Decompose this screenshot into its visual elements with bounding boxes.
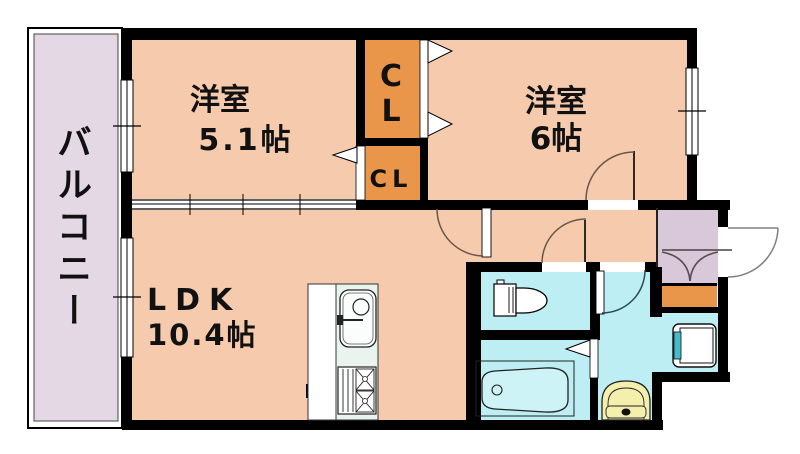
toilet-icon [493,279,548,317]
sliding-door-icon [132,194,356,215]
door-swing-arc [727,227,779,278]
bathroom-door [564,338,599,379]
closet-door-triangle-icon [331,146,358,164]
windows [113,67,706,358]
gas-stove-icon [337,366,377,415]
closet-upper-floor [365,40,420,140]
wall-closet-bedroom2 [420,138,428,202]
wall-above-front-door [718,210,728,227]
washbasin-icon [601,380,651,421]
balcony-label: バルコニー [51,124,91,334]
bedroom2-door [585,151,638,210]
genkan-step-line [662,283,717,286]
ldk-name: LDK [147,283,241,318]
wall-bottom [122,420,663,430]
closet-upper-label-c: C [380,59,402,94]
wall-left [122,28,132,430]
window-icon [113,237,141,358]
washing-machine-pan-icon [672,323,717,368]
closet-lower-door [331,145,366,201]
entrance-hall-floor [657,208,718,285]
bedroom1-name: 洋室 [190,83,250,118]
doors [331,39,779,379]
wall-bedroom1-closet [356,40,365,146]
ldk-door [436,207,492,258]
door-leaf [595,270,605,315]
wall-bottom-right [652,372,730,382]
wall-hall-top-b [638,200,730,210]
door-swing-arc [689,251,719,282]
ldk-size: 10.4帖 [147,318,258,352]
toilet-door [541,218,587,272]
door-leaf [481,207,492,258]
bedroom2-name: 洋室 [525,84,587,120]
door-swing-arc [601,269,646,314]
kitchen-unit [307,283,379,421]
closet-door-triangle-icon [427,111,454,137]
bath-door-triangle-icon [564,339,591,358]
door-swing-arc [541,218,587,264]
wall-genkan-bottom [662,307,718,313]
hallway-floor [480,208,662,262]
closet-lower-label: CL [370,165,413,193]
bathtub-icon [475,360,575,417]
closet-upper-door [419,39,454,139]
wall-connector [652,372,662,430]
wall-toilet-bath [481,330,600,340]
closet-upper-label-l: L [381,94,400,129]
bedroom2-size: 6帖 [530,121,583,157]
window-icon [113,79,141,173]
door-swing-arc [585,151,635,201]
entrance-double-door [661,249,732,282]
walls [122,28,730,430]
wall-ldk-sanitary [466,262,481,420]
wall-right-lower [718,277,728,382]
wall-entrance-left [650,267,662,317]
wall-top [122,28,697,40]
hall-entrance-boundary-line [656,208,658,267]
washroom-door [595,262,646,315]
wall-hall-top-a [356,200,588,210]
wall-between-closets [356,138,428,146]
wall-toilet-top-a [481,262,542,272]
front-door [718,227,779,278]
washbasin-drain [621,408,631,416]
room-labels: 洋室 5.1帖 洋室 6帖 LDK 10.4帖 C L CL [147,59,587,352]
kitchen-sink-icon [337,289,377,348]
balcony-floor [33,33,119,422]
door-swing-arc [661,251,691,282]
genkan-floor [662,286,717,307]
door-swing-arc [436,208,484,257]
wall-bath-right-lower [590,378,598,420]
window-icon [678,67,706,156]
closet-door-triangle-icon [427,39,454,64]
closet-lower-floor [365,145,420,200]
wall-toilet-right [590,262,600,340]
kitchen-counter [307,283,337,421]
bedroom1-size: 5.1帖 [198,123,293,158]
